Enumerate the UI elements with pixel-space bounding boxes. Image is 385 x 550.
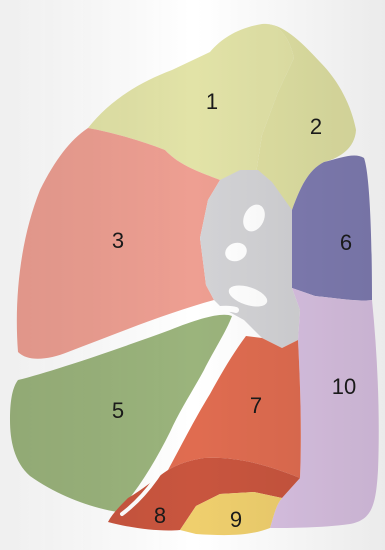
segment-label-10: 10 (332, 374, 356, 399)
segment-label-3: 3 (112, 228, 124, 253)
segment-label-6: 6 (340, 230, 352, 255)
segment-label-7: 7 (250, 393, 262, 418)
segment-label-8: 8 (154, 503, 166, 528)
segment-label-5: 5 (112, 398, 124, 423)
segment-label-1: 1 (206, 89, 218, 114)
segment-label-9: 9 (230, 507, 242, 532)
segment-label-2: 2 (310, 114, 322, 139)
